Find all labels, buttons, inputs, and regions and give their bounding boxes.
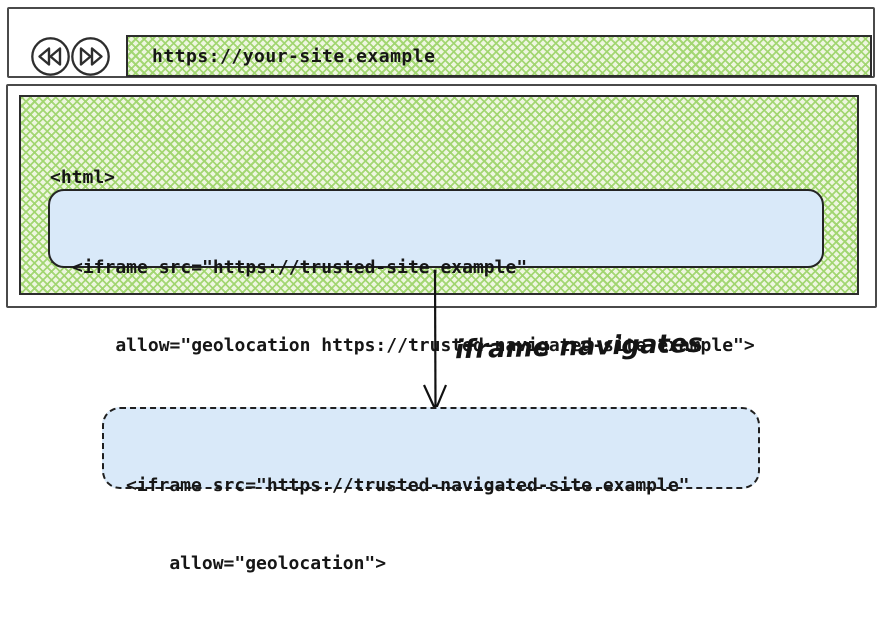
iframe-embed-box: <iframe src="https://trusted-site.exampl… bbox=[48, 189, 824, 356]
code-line: <iframe src="https://trusted-navigated-s… bbox=[126, 475, 690, 496]
address-bar[interactable]: https://your-site.example bbox=[126, 35, 872, 77]
double-left-arrow-icon bbox=[30, 37, 71, 80]
double-right-arrow-icon bbox=[70, 37, 111, 80]
code-line: allow="geolocation https://trusted-navig… bbox=[72, 335, 755, 356]
back-button[interactable] bbox=[30, 36, 71, 77]
code-line: <html> bbox=[50, 167, 116, 188]
browser-toolbar: https://your-site.example bbox=[7, 7, 875, 78]
code-line: allow="geolocation"> bbox=[126, 553, 387, 574]
navigated-iframe-box: <iframe src="https://trusted-navigated-s… bbox=[102, 407, 760, 574]
url-text: https://your-site.example bbox=[152, 45, 436, 67]
forward-button[interactable] bbox=[70, 36, 111, 77]
diagram-canvas: https://your-site.example <html> // your… bbox=[6, 7, 877, 574]
